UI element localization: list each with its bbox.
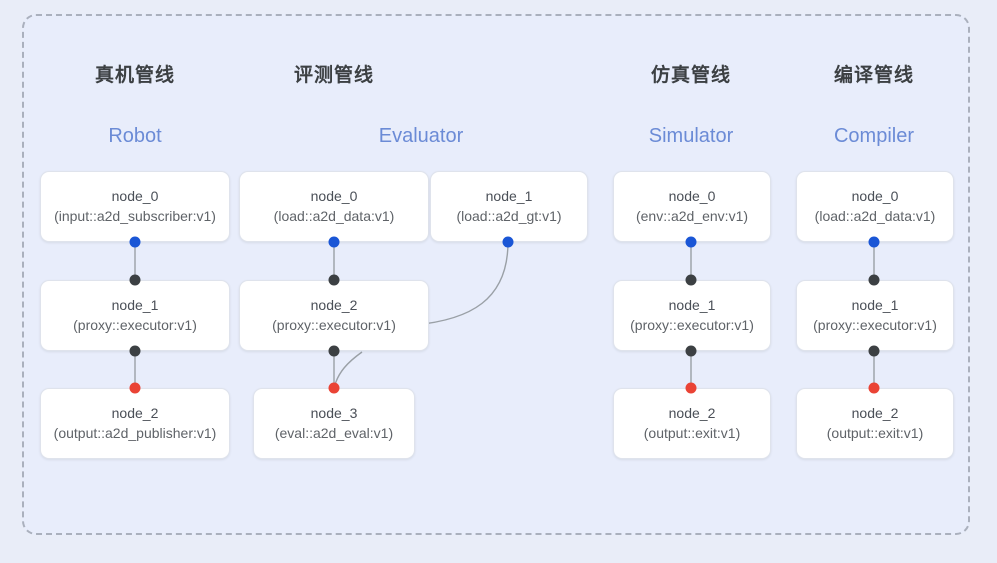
column-header-evaluator: 评测管线 bbox=[293, 65, 374, 86]
node-evaluator-node-0[interactable]: node_0 (load::a2d_data:v1) bbox=[239, 171, 429, 242]
node-subtitle: (proxy::executor:v1) bbox=[73, 316, 197, 333]
node-subtitle: (load::a2d_data:v1) bbox=[273, 207, 395, 224]
column-subtitle-evaluator: Evaluator bbox=[378, 125, 464, 147]
column-subtitle-robot: Robot bbox=[108, 125, 162, 147]
node-subtitle: (proxy::executor:v1) bbox=[813, 316, 937, 333]
node-simulator-node-0[interactable]: node_0 (env::a2d_env:v1) bbox=[613, 171, 771, 242]
node-subtitle: (input::a2d_subscriber:v1) bbox=[54, 207, 216, 224]
port-evaluator-node-2-input[interactable] bbox=[328, 274, 340, 286]
column-header-simulator: 仿真管线 bbox=[650, 65, 731, 86]
node-title: node_2 bbox=[111, 405, 159, 422]
node-subtitle: (load::a2d_gt:v1) bbox=[456, 207, 562, 224]
node-subtitle: (proxy::executor:v1) bbox=[630, 316, 754, 333]
node-evaluator-node-3[interactable]: node_3 (eval::a2d_eval:v1) bbox=[253, 388, 415, 459]
port-compiler-node-2-input[interactable] bbox=[868, 382, 880, 394]
node-title: node_0 bbox=[668, 188, 716, 205]
port-robot-node-1-output[interactable] bbox=[129, 345, 141, 357]
port-evaluator-node-0-output[interactable] bbox=[328, 236, 340, 248]
node-title: node_1 bbox=[111, 297, 159, 314]
node-simulator-node-2[interactable]: node_2 (output::exit:v1) bbox=[613, 388, 771, 459]
port-robot-node-0-output[interactable] bbox=[129, 236, 141, 248]
port-evaluator-node-3-input[interactable] bbox=[328, 382, 340, 394]
port-robot-node-1-input[interactable] bbox=[129, 274, 141, 286]
port-compiler-node-0-output[interactable] bbox=[868, 236, 880, 248]
port-compiler-node-1-output[interactable] bbox=[868, 345, 880, 357]
node-evaluator-node-2[interactable]: node_2 (proxy::executor:v1) bbox=[239, 280, 429, 351]
node-subtitle: (output::exit:v1) bbox=[643, 424, 741, 441]
column-subtitle-simulator: Simulator bbox=[648, 125, 734, 147]
node-title: node_2 bbox=[851, 405, 899, 422]
node-title: node_0 bbox=[310, 188, 358, 205]
port-simulator-node-0-output[interactable] bbox=[685, 236, 697, 248]
port-evaluator-node-1-output[interactable] bbox=[502, 236, 514, 248]
node-robot-node-0[interactable]: node_0 (input::a2d_subscriber:v1) bbox=[40, 171, 230, 242]
node-subtitle: (eval::a2d_eval:v1) bbox=[274, 424, 394, 441]
node-subtitle: (output::a2d_publisher:v1) bbox=[53, 424, 217, 441]
node-subtitle: (load::a2d_data:v1) bbox=[814, 207, 936, 224]
node-title: node_2 bbox=[668, 405, 716, 422]
node-compiler-node-2[interactable]: node_2 (output::exit:v1) bbox=[796, 388, 954, 459]
node-compiler-node-1[interactable]: node_1 (proxy::executor:v1) bbox=[796, 280, 954, 351]
port-simulator-node-1-input[interactable] bbox=[685, 274, 697, 286]
node-subtitle: (proxy::executor:v1) bbox=[272, 316, 396, 333]
node-simulator-node-1[interactable]: node_1 (proxy::executor:v1) bbox=[613, 280, 771, 351]
node-evaluator-node-1[interactable]: node_1 (load::a2d_gt:v1) bbox=[430, 171, 588, 242]
node-title: node_3 bbox=[310, 405, 358, 422]
node-title: node_1 bbox=[851, 297, 899, 314]
column-header-robot: 真机管线 bbox=[94, 65, 175, 86]
node-robot-node-2[interactable]: node_2 (output::a2d_publisher:v1) bbox=[40, 388, 230, 459]
node-title: node_2 bbox=[310, 297, 358, 314]
port-compiler-node-1-input[interactable] bbox=[868, 274, 880, 286]
port-simulator-node-1-output[interactable] bbox=[685, 345, 697, 357]
port-evaluator-node-2-output[interactable] bbox=[328, 345, 340, 357]
node-title: node_1 bbox=[485, 188, 533, 205]
node-subtitle: (output::exit:v1) bbox=[826, 424, 924, 441]
node-title: node_0 bbox=[851, 188, 899, 205]
node-robot-node-1[interactable]: node_1 (proxy::executor:v1) bbox=[40, 280, 230, 351]
node-title: node_0 bbox=[111, 188, 159, 205]
column-subtitle-compiler: Compiler bbox=[833, 125, 915, 147]
node-title: node_1 bbox=[668, 297, 716, 314]
port-robot-node-2-input[interactable] bbox=[129, 382, 141, 394]
column-header-compiler: 编译管线 bbox=[833, 65, 914, 86]
port-simulator-node-2-input[interactable] bbox=[685, 382, 697, 394]
node-compiler-node-0[interactable]: node_0 (load::a2d_data:v1) bbox=[796, 171, 954, 242]
node-subtitle: (env::a2d_env:v1) bbox=[635, 207, 749, 224]
